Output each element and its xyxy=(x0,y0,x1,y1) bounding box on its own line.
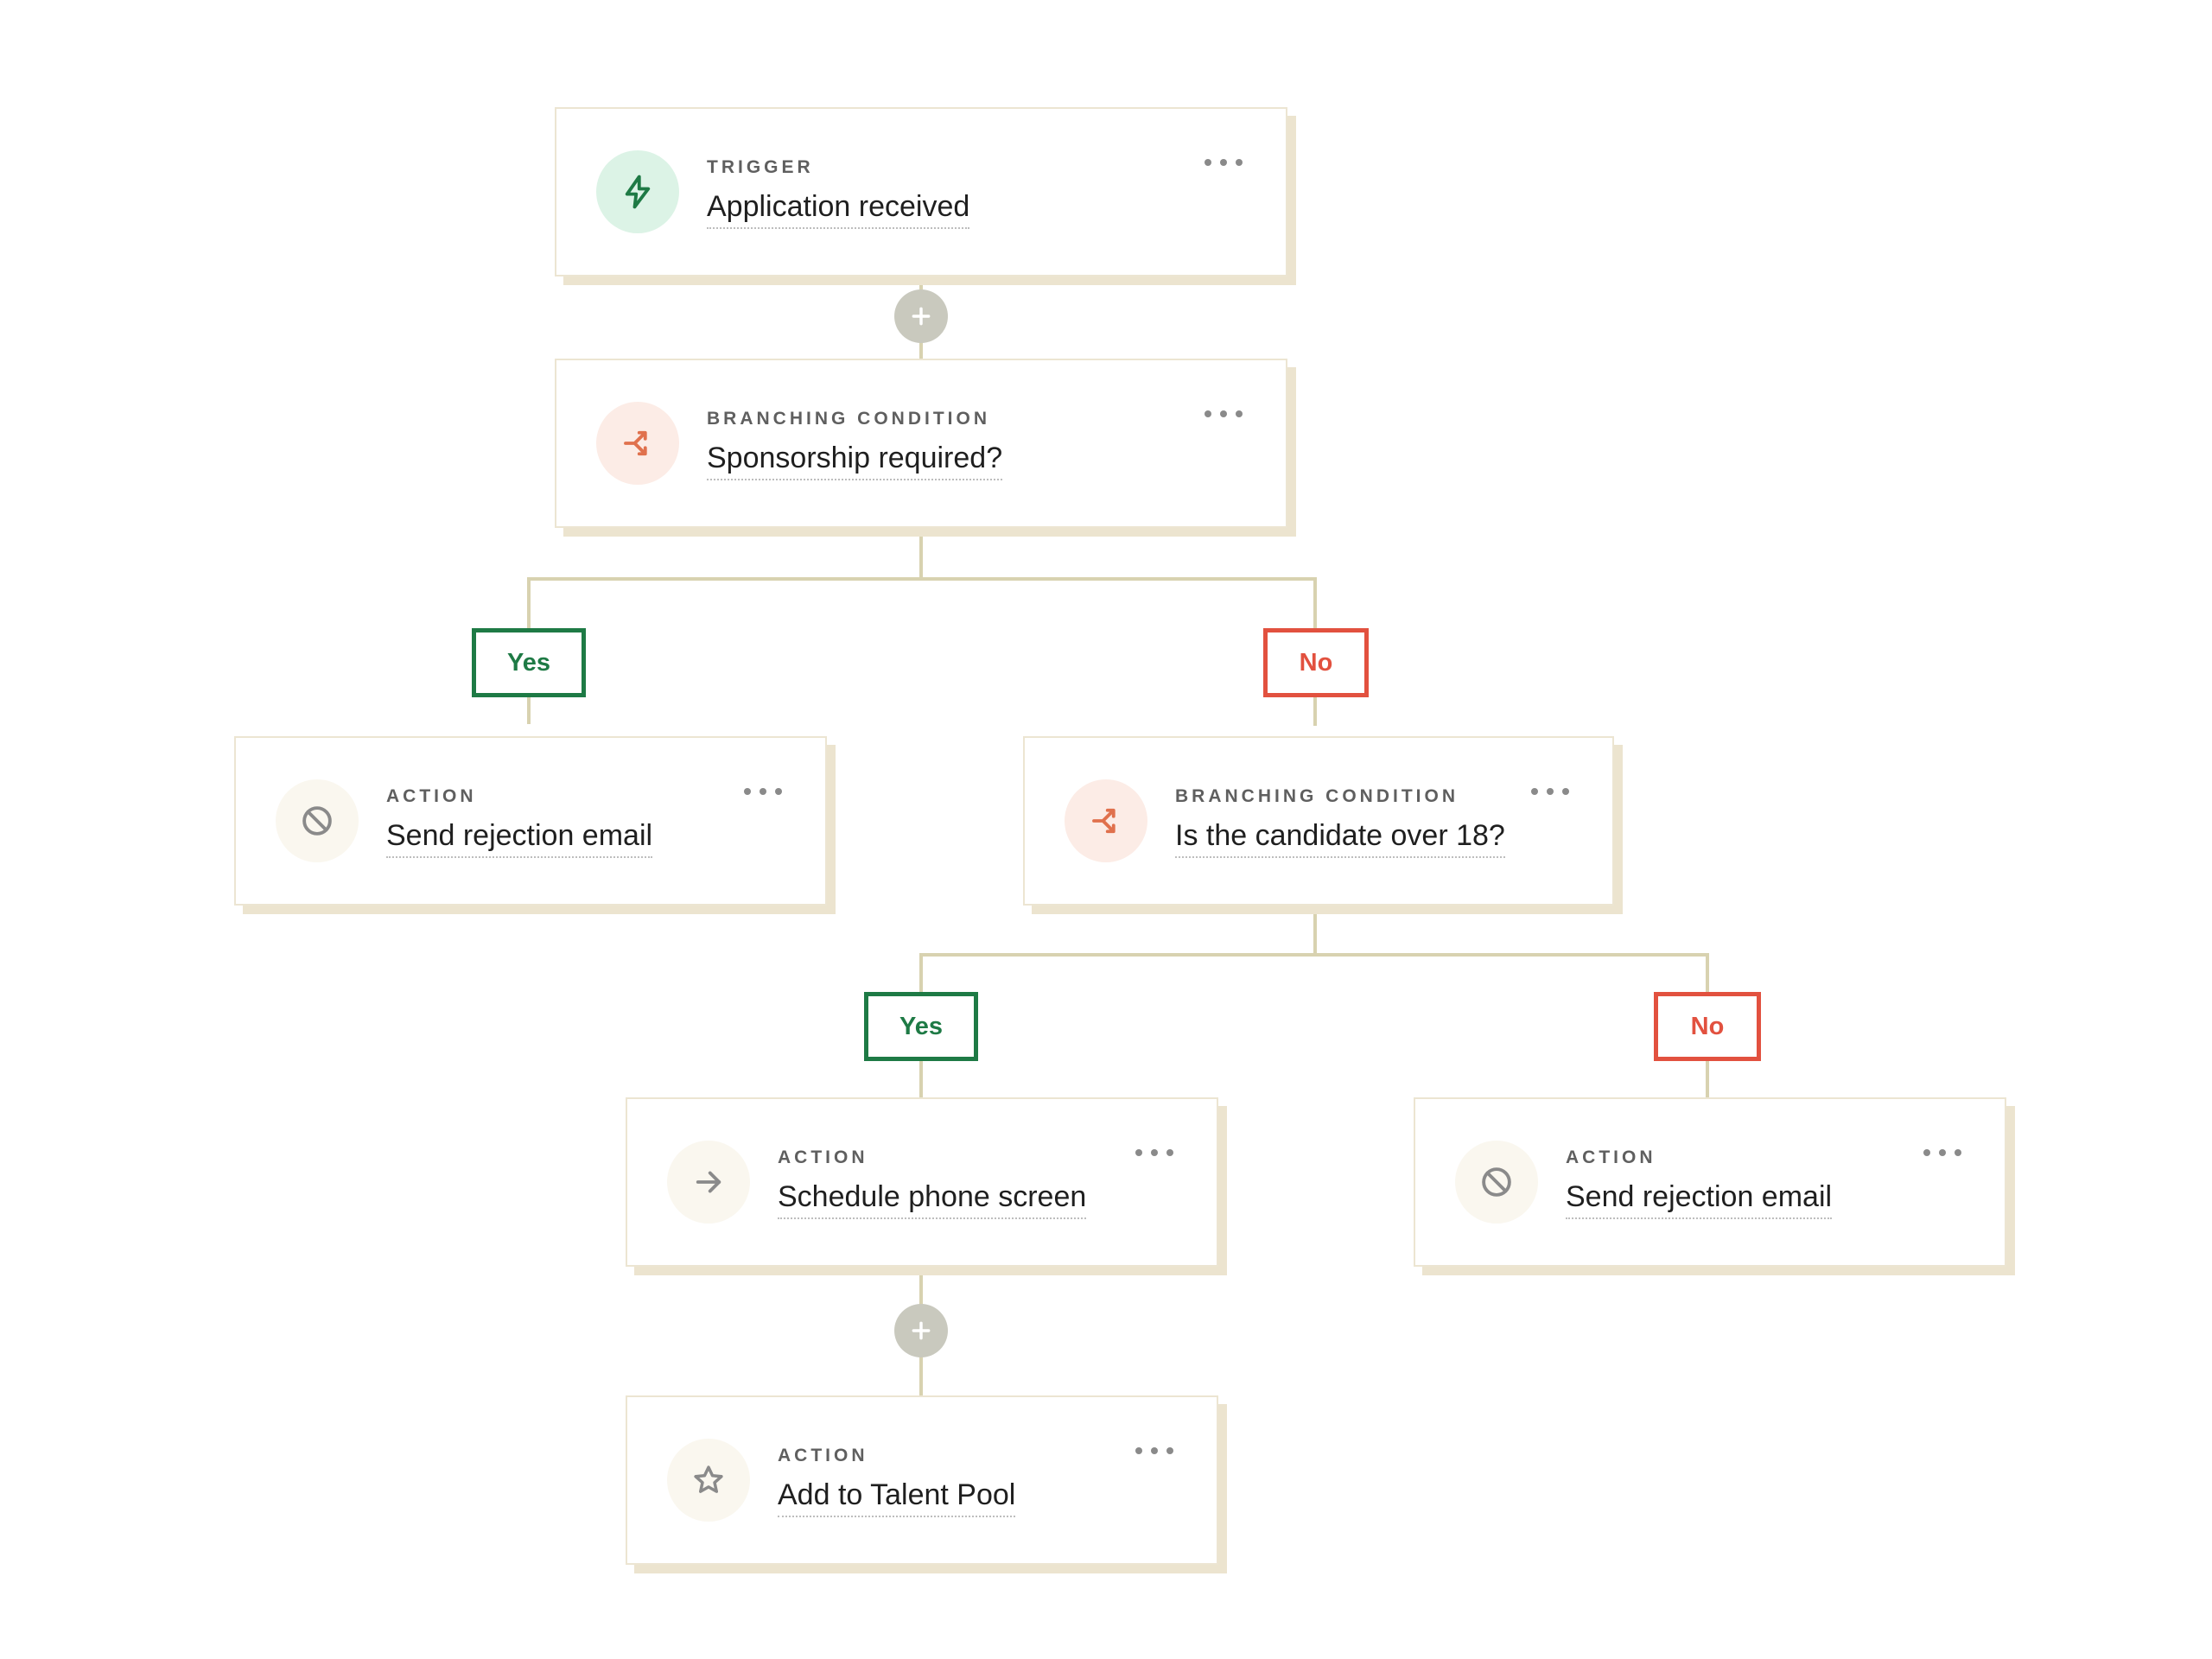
node-kind-label: BRANCHING CONDITION xyxy=(707,409,990,429)
branch-yes-label: Yes xyxy=(472,628,586,697)
more-options-icon[interactable] xyxy=(1923,1142,1961,1163)
block-icon xyxy=(302,806,332,836)
trigger-icon-badge xyxy=(596,150,679,233)
node-title[interactable]: Schedule phone screen xyxy=(778,1180,1087,1220)
action-icon-badge xyxy=(276,779,359,862)
action-icon-badge xyxy=(667,1439,750,1522)
branch-icon-badge xyxy=(596,402,679,485)
node-kind-label: TRIGGER xyxy=(707,157,814,177)
connector-branch2-split xyxy=(919,903,1709,1097)
more-options-icon[interactable] xyxy=(1135,1142,1173,1163)
more-options-icon[interactable] xyxy=(744,781,782,802)
branching-condition-card[interactable]: BRANCHING CONDITION Is the candidate ove… xyxy=(1023,736,1614,906)
branching-condition-card[interactable]: BRANCHING CONDITION Sponsorship required… xyxy=(555,359,1287,528)
node-title[interactable]: Application received xyxy=(707,190,970,230)
branch-icon-badge xyxy=(1065,779,1147,862)
branch-no-label: No xyxy=(1654,992,1761,1061)
node-title[interactable]: Add to Talent Pool xyxy=(778,1478,1016,1518)
star-icon xyxy=(694,1465,723,1493)
trigger-card[interactable]: TRIGGER Application received xyxy=(555,107,1287,276)
more-options-icon[interactable] xyxy=(1531,781,1569,802)
node-kind-label: ACTION xyxy=(1566,1147,1656,1167)
node-kind-label: ACTION xyxy=(778,1147,868,1167)
node-kind-label: ACTION xyxy=(386,786,477,806)
plus-icon xyxy=(912,307,931,326)
lightning-icon xyxy=(625,175,651,209)
branch-icon xyxy=(1092,808,1116,834)
branch-yes-label: Yes xyxy=(864,992,978,1061)
more-options-icon[interactable] xyxy=(1205,152,1243,173)
connector-branch1-split xyxy=(527,527,1317,726)
node-title[interactable]: Is the candidate over 18? xyxy=(1175,819,1505,859)
node-kind-label: BRANCHING CONDITION xyxy=(1175,786,1459,806)
add-step-button[interactable] xyxy=(894,1304,948,1357)
node-kind-label: ACTION xyxy=(778,1446,868,1465)
add-step-button[interactable] xyxy=(894,289,948,343)
action-card-send-rejection[interactable]: ACTION Send rejection email xyxy=(1414,1097,2006,1267)
arrow-right-icon xyxy=(696,1171,721,1193)
more-options-icon[interactable] xyxy=(1205,404,1243,424)
more-options-icon[interactable] xyxy=(1135,1440,1173,1461)
block-icon xyxy=(1482,1167,1511,1197)
action-icon-badge xyxy=(667,1141,750,1224)
plus-icon xyxy=(912,1321,931,1340)
action-icon-badge xyxy=(1455,1141,1538,1224)
branch-no-label: No xyxy=(1263,628,1369,697)
action-card-schedule-phone[interactable]: ACTION Schedule phone screen xyxy=(626,1097,1218,1267)
action-card-add-talent-pool[interactable]: ACTION Add to Talent Pool xyxy=(626,1395,1218,1565)
action-card-send-rejection[interactable]: ACTION Send rejection email xyxy=(234,736,827,906)
node-title[interactable]: Send rejection email xyxy=(1566,1180,1833,1220)
node-title[interactable]: Send rejection email xyxy=(386,819,653,859)
branch-icon xyxy=(624,430,647,456)
node-title[interactable]: Sponsorship required? xyxy=(707,442,1003,481)
